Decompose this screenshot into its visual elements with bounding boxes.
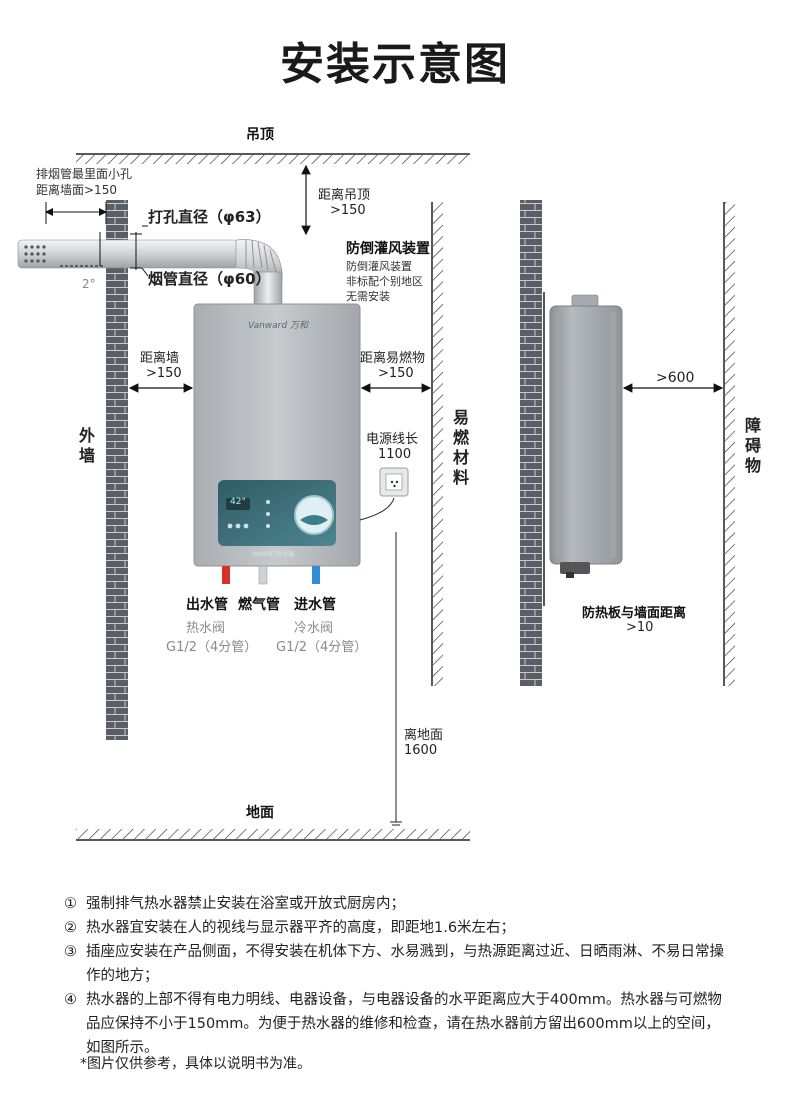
note-item: ④ 热水器的上部不得有电力明线、电器设备，与电器设备的水平距离应大于400mm。热… [64, 988, 724, 1060]
diameter-dim [130, 225, 149, 277]
hot-valve-size: G1/2（4分管） [166, 640, 258, 655]
flue-pipe [17, 239, 283, 307]
ceiling-hatch [76, 153, 470, 164]
vent-hole-label-1: 排烟管最里面小孔 [36, 167, 133, 181]
note-number: ② [64, 920, 77, 936]
wind-note-2: 非标配个别地区 [346, 275, 423, 288]
cold-pipe-label: 进水管 [294, 597, 336, 613]
flue-diameter-label: 烟管直径（φ60） [148, 270, 271, 288]
outer-wall [106, 200, 128, 740]
floor-distance-label-1: 离地面 [404, 728, 444, 743]
footnote: *图片仅供参考，具体以说明书为准。 [80, 1056, 311, 1072]
vent-hole-dim [45, 202, 107, 224]
cord-length-label-1: 电源线长 [366, 432, 419, 447]
hot-valve-label: 热水阀 [186, 621, 226, 636]
flammable-wall [431, 202, 443, 686]
power-socket [379, 467, 409, 497]
wind-device-label: 防倒灌风装置 [346, 241, 430, 257]
page-title: 安装示意图 [280, 39, 510, 90]
note-item: ① 强制排气热水器禁止安装在浴室或开放式厨房内； [64, 892, 724, 916]
ceiling-distance-label-1: 距离吊顶 [318, 188, 371, 203]
wind-note-3: 无需安装 [346, 290, 390, 303]
slope-label: 2° [82, 277, 96, 291]
brand-logo: Vanward 万和 [248, 321, 308, 331]
wind-note-1: 防倒灌风装置 [346, 260, 412, 273]
gas-pipe-label: 燃气管 [238, 597, 280, 613]
flammable-label: 易燃材料 [452, 408, 469, 487]
flammable-distance-label-1: 距离易燃物 [360, 351, 426, 366]
cold-valve-label: 冷水阀 [294, 621, 334, 636]
heat-shield-label-1: 防热板与墙面距离 [582, 606, 687, 621]
wall-distance-label-2: >150 [146, 366, 182, 381]
note-number: ① [64, 896, 77, 912]
note-text: 热水器宜安装在人的视线与显示器平齐的高度，即距地1.6米左右； [86, 920, 516, 936]
power-cord [359, 497, 395, 521]
cold-valve-size: G1/2（4分管） [276, 640, 368, 655]
vent-hole-label-2: 距离墙面>150 [36, 183, 117, 197]
floor-distance-label-2: 1600 [404, 743, 438, 758]
obstacle-label: 障碍物 [744, 416, 761, 475]
wall-distance-label-1: 距离墙 [140, 351, 180, 366]
note-text: 热水器的上部不得有电力明线、电器设备，与电器设备的水平距离应大于400mm。热水… [86, 992, 722, 1056]
outer-wall-label: 外墙 [78, 426, 95, 465]
display-temp: 42° [230, 497, 246, 507]
water-heater-side [549, 294, 623, 578]
ceiling-label: 吊顶 [246, 127, 274, 143]
cord-length-label-2: 1100 [378, 447, 412, 462]
flammable-distance-label-2: >150 [378, 366, 414, 381]
heat-shield-label-2: >10 [626, 620, 654, 635]
front-distance-label: >600 [656, 370, 695, 386]
panel-bottom-text: WANHE·热水器 [252, 551, 295, 558]
note-text: 插座应安装在产品侧面，不得安装在机体下方、水易溅到，与热源距离过近、日晒雨淋、不… [86, 944, 724, 984]
drill-diameter-label: 打孔直径（φ63） [148, 208, 271, 226]
gas-pipe [258, 565, 268, 585]
water-heater-front [193, 303, 361, 567]
cold-water-pipe [312, 566, 320, 584]
floor-label: 地面 [246, 805, 274, 821]
slope-dim [60, 232, 104, 267]
note-number: ③ [64, 944, 77, 960]
floor-hatch [76, 829, 470, 841]
note-text: 强制排气热水器禁止安装在浴室或开放式厨房内； [86, 896, 405, 912]
note-number: ④ [64, 992, 77, 1008]
hot-water-pipe [222, 566, 230, 584]
hot-pipe-label: 出水管 [186, 597, 228, 613]
ceiling-distance-label-2: >150 [330, 203, 366, 218]
floor-distance-line [390, 532, 402, 826]
installation-notes: ① 强制排气热水器禁止安装在浴室或开放式厨房内； ② 热水器宜安装在人的视线与显示器… [64, 892, 724, 1060]
note-item: ③ 插座应安装在产品侧面，不得安装在机体下方、水易溅到，与热源距离过近、日晒雨淋、… [64, 940, 724, 988]
note-item: ② 热水器宜安装在人的视线与显示器平齐的高度，即距地1.6米左右； [64, 916, 724, 940]
side-wall [520, 200, 542, 686]
obstacle-wall [723, 202, 735, 686]
